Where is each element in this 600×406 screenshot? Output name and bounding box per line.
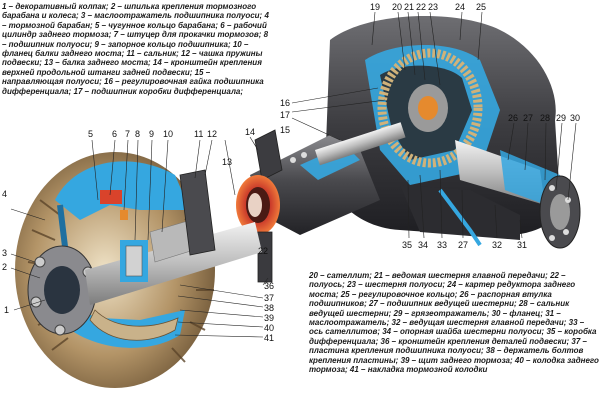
callout-label: 41 [264,333,274,343]
legend-parts-20-41: 20 – сателлит; 21 – ведомая шестерня гла… [309,271,599,375]
callout-label: 15 [280,125,290,135]
brake-assembly [15,152,262,388]
callout-label: 5 [88,129,93,139]
callout-label: 16 [280,98,290,108]
callout-label: 27 [523,113,533,123]
callout-label: 14 [245,127,255,137]
callout-label: 28 [540,113,550,123]
callout-label: 11 [194,129,203,139]
callout-label: 37 [264,293,274,303]
callout-label: 3 [2,248,7,258]
callout-labels: 4 3 2 1 5 6 7 8 9 10 11 12 13 14 15 16 1… [2,2,580,343]
callout-label: 6 [112,129,117,139]
callout-label: 1 [4,305,9,315]
callout-label: 34 [418,240,428,250]
callout-label: 22 [416,2,426,12]
callout-label: 40 [264,323,274,333]
leader-lines [10,11,577,338]
callout-label: 10 [163,129,173,139]
callout-label: 35 [402,240,412,250]
callout-label: 12 [207,129,217,139]
callout-label: 30 [570,113,580,123]
legend-parts-1-17: 1 – декоративный колпак; 2 – шпилька кре… [2,2,269,96]
callout-label: 31 [517,240,527,250]
callout-label: 39 [264,313,274,323]
callout-label: 20 [392,2,402,12]
callout-label: 9 [149,129,154,139]
axle-beam [236,122,406,283]
callout-label: 36 [264,281,274,291]
callout-label: 24 [455,2,465,12]
callout-label: 38 [264,303,274,313]
callout-label: 22 [258,246,268,256]
callout-label: 13 [222,157,232,167]
reducer-housing [325,16,581,249]
callout-label: 8 [135,129,140,139]
callout-label: 32 [492,240,502,250]
callout-label: 7 [125,129,130,139]
callout-label: 25 [476,2,486,12]
callout-label: 19 [370,2,380,12]
callout-label: 17 [280,110,290,120]
callout-label: 2 [2,262,7,272]
callout-label: 4 [2,189,7,199]
callout-label: 29 [556,113,566,123]
callout-label: 33 [437,240,447,250]
callout-label: 21 [404,2,414,12]
callout-label: 27 [458,240,468,250]
callout-label: 26 [508,113,518,123]
callout-label: 23 [428,2,438,12]
